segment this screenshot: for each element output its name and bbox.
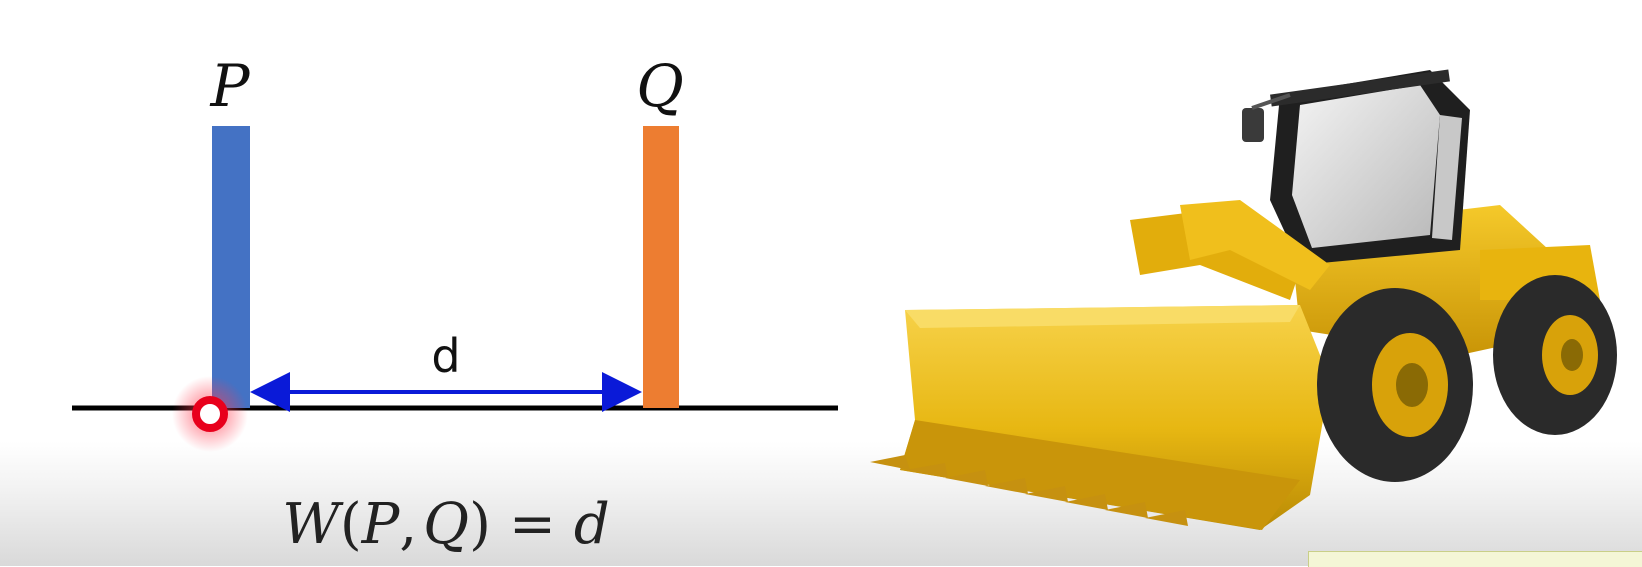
formula-w: W — [282, 492, 344, 557]
p-bar — [212, 126, 250, 408]
front-tire — [1317, 288, 1473, 482]
p-label: P — [209, 52, 250, 120]
formula-open: ( — [340, 492, 362, 557]
distance-label: d — [431, 329, 460, 383]
formula-p: P — [361, 492, 401, 557]
caption-box — [1308, 551, 1642, 567]
red-pointer-marker-icon — [172, 376, 248, 452]
formula-comma: , — [399, 492, 417, 557]
wheel-loader-icon — [870, 69, 1617, 530]
formula-q: Q — [423, 492, 469, 557]
formula-close: ) — [469, 492, 491, 557]
formula: W(P,Q) = d — [282, 492, 609, 557]
q-label: Q — [636, 52, 684, 120]
formula-d: d — [574, 492, 610, 557]
formula-eq: = — [509, 492, 556, 557]
q-bar — [643, 126, 679, 408]
rear-tire — [1493, 275, 1617, 435]
